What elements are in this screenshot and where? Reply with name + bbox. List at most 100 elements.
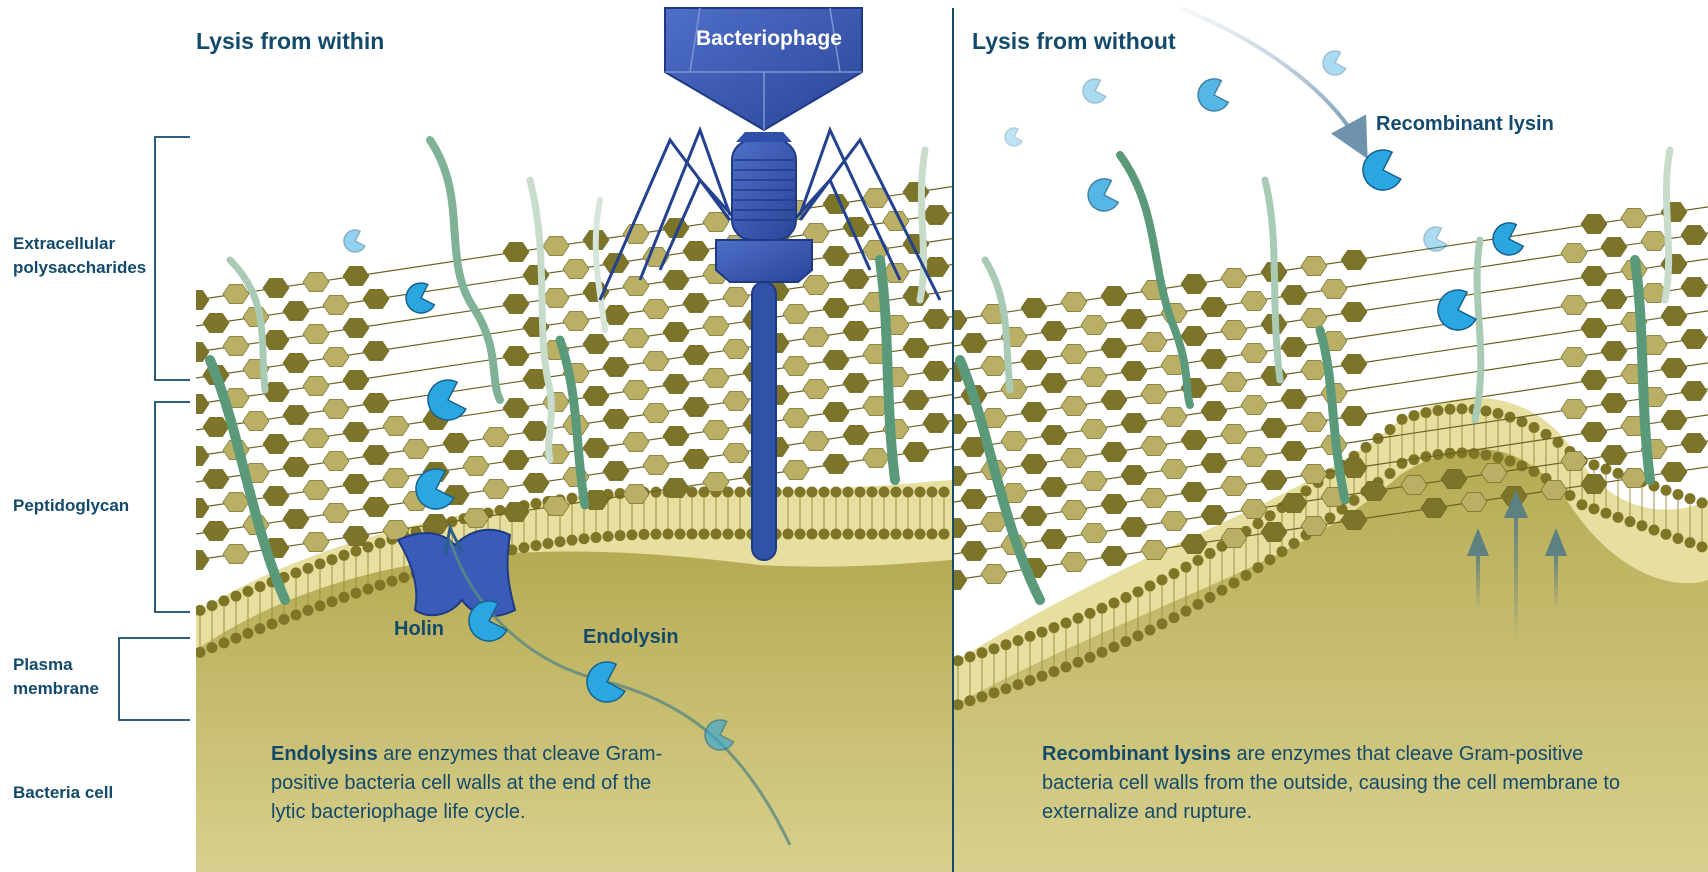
lipid-head — [1024, 630, 1036, 642]
lipid-head — [1084, 607, 1096, 619]
peptidoglycan-unit — [802, 379, 830, 399]
lipid-head — [964, 695, 976, 707]
peptidoglycan-unit — [196, 498, 210, 518]
lipid-head — [650, 528, 662, 540]
lipid-head — [830, 486, 842, 498]
peptidoglycan-unit — [196, 342, 210, 362]
peptidoglycan-unit — [582, 438, 610, 458]
enzyme-glyph — [1004, 127, 1024, 147]
lipid-head — [1168, 612, 1180, 624]
peptidoglycan-unit — [1680, 277, 1708, 297]
peptidoglycan-unit — [1680, 329, 1708, 349]
lipid-head — [1384, 467, 1396, 479]
peptidoglycan-unit — [222, 284, 250, 304]
lipid-head — [686, 486, 698, 498]
left-panel-art — [196, 7, 952, 872]
lipid-head — [1492, 408, 1504, 420]
peptidoglycan-unit — [1460, 492, 1488, 512]
peptidoglycan-unit — [1140, 436, 1168, 456]
lipid-head — [1564, 490, 1576, 502]
peptidoglycan-unit — [622, 328, 650, 348]
peptidoglycan-unit — [960, 541, 988, 561]
lipid-head — [578, 533, 590, 545]
peptidoglycan-unit — [1320, 279, 1348, 299]
peptidoglycan-unit — [1020, 454, 1048, 474]
peptidoglycan-unit — [902, 442, 930, 462]
peptidoglycan-unit — [1100, 546, 1128, 566]
lipid-head — [230, 590, 242, 602]
peptidoglycan-unit — [342, 318, 370, 338]
peptidoglycan-unit — [1220, 320, 1248, 340]
peptidoglycan-unit — [1220, 424, 1248, 444]
lipid-head — [1252, 562, 1264, 574]
peptidoglycan-unit — [802, 223, 830, 243]
peptidoglycan-unit — [1660, 462, 1688, 482]
lipid-head — [1408, 454, 1420, 466]
peptidoglycan-unit — [542, 236, 570, 256]
lipid-head — [1228, 577, 1240, 589]
peptidoglycan-unit — [1060, 448, 1088, 468]
lipid-head — [1048, 666, 1060, 678]
lipid-head — [1528, 422, 1540, 434]
lipid-head — [290, 567, 302, 579]
peptidoglycan-unit — [1580, 422, 1608, 442]
peptidoglycan-unit — [1060, 396, 1088, 416]
lipid-head — [686, 528, 698, 540]
lipid-head — [854, 528, 866, 540]
lipid-head — [1024, 674, 1036, 686]
lipid-head — [1264, 554, 1276, 566]
lipid-head — [1396, 413, 1408, 425]
peptidoglycan-unit — [1000, 379, 1028, 399]
peptidoglycan-unit — [682, 241, 710, 261]
lipid-head — [326, 554, 338, 566]
lipid-head — [1180, 561, 1192, 573]
peptidoglycan-unit — [954, 570, 968, 590]
peptidoglycan-unit — [582, 386, 610, 406]
lipid-head — [362, 583, 374, 595]
recombinant-lysin-label: Recombinant lysin — [1376, 113, 1554, 135]
lipid-head — [1456, 447, 1468, 459]
peptidoglycan-unit — [954, 518, 968, 538]
peptidoglycan-unit — [1620, 468, 1648, 488]
left-description: Endolysins are enzymes that cleave Gram-… — [271, 740, 671, 827]
peptidoglycan-unit — [262, 434, 290, 454]
lipid-head — [1348, 494, 1360, 506]
lipid-head — [1060, 617, 1072, 629]
lipid-head — [1036, 670, 1048, 682]
peptidoglycan-unit — [502, 502, 530, 522]
holin — [396, 528, 517, 617]
peptidoglycan-unit — [282, 353, 310, 373]
peptidoglycan-unit — [622, 276, 650, 296]
label-peptidoglycan: Peptidoglycan — [13, 496, 130, 515]
lipid-head — [590, 531, 602, 543]
peptidoglycan-unit — [222, 336, 250, 356]
right-cytoplasm — [954, 438, 1708, 872]
peptidoglycan-unit — [1240, 291, 1268, 311]
peptidoglycan-unit — [954, 414, 968, 434]
peptidoglycan-unit — [1180, 534, 1208, 554]
peptidoglycan-unit — [302, 324, 330, 344]
peptidoglycan-unit — [522, 421, 550, 441]
enzyme-glyph — [1322, 50, 1347, 76]
lipid-head — [350, 545, 362, 557]
peptidoglycan-unit — [1040, 529, 1068, 549]
peptidoglycan-unit — [1400, 475, 1428, 495]
lipid-head — [542, 538, 554, 550]
peptidoglycan-unit — [922, 361, 950, 381]
lipid-head — [566, 534, 578, 546]
peptidoglycan-unit — [802, 431, 830, 451]
lipid-head — [1000, 639, 1012, 651]
peptidoglycan-unit — [1280, 441, 1308, 461]
lipid-head — [554, 536, 566, 548]
peptidoglycan-unit — [1280, 493, 1308, 513]
peptidoglycan-unit — [602, 357, 630, 377]
lipid-head — [1288, 537, 1300, 549]
lipid-head — [290, 609, 302, 621]
peptidoglycan-unit — [1560, 295, 1588, 315]
lipid-head — [242, 627, 254, 639]
enzyme-glyph — [1082, 78, 1107, 104]
lipid-head — [914, 528, 926, 540]
peptidoglycan-unit — [1200, 505, 1228, 525]
peptidoglycan-unit — [196, 446, 210, 466]
lipid-head — [1456, 403, 1468, 415]
